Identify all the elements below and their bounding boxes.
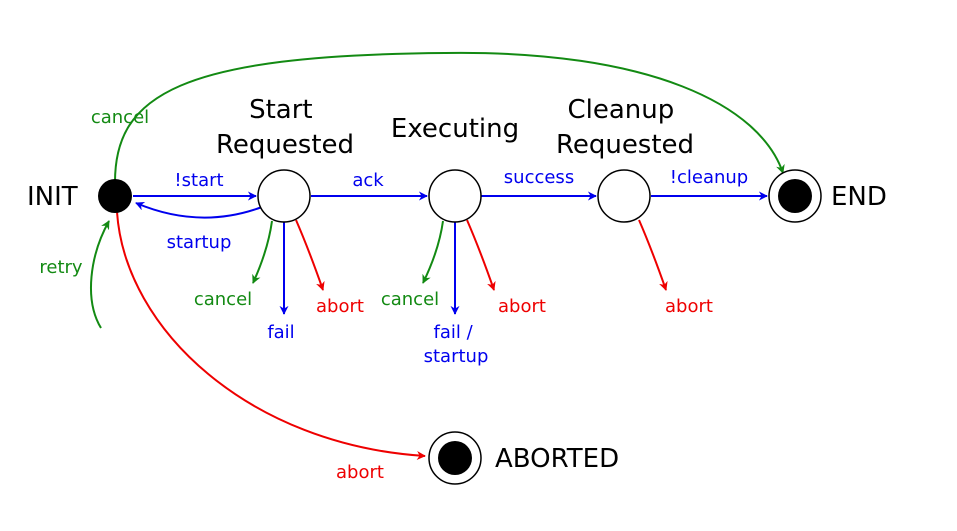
state-label-cleanup-line2: Requested bbox=[556, 130, 694, 160]
state-label-start-requested: Start Requested bbox=[216, 95, 354, 160]
label-init-to-aborted: abort bbox=[336, 462, 384, 483]
label-exec-fail-line1: fail / bbox=[434, 322, 474, 343]
edges bbox=[90, 51, 785, 460]
edge-start-abort bbox=[295, 219, 325, 291]
label-retry: retry bbox=[39, 257, 83, 278]
state-label-start-line1: Start bbox=[249, 95, 313, 125]
init-node bbox=[98, 179, 132, 213]
label-exec-cancel: cancel bbox=[381, 289, 439, 310]
edge-init-to-end bbox=[114, 51, 785, 183]
label-start-to-executing: ack bbox=[352, 170, 384, 191]
executing-node bbox=[428, 169, 482, 223]
state-label-aborted: ABORTED bbox=[495, 444, 619, 474]
edge-start-to-init bbox=[135, 201, 263, 219]
state-label-init: INIT bbox=[27, 182, 78, 212]
state-label-end: END bbox=[831, 182, 887, 212]
state-label-executing: Executing bbox=[391, 114, 519, 144]
edge-exec-cancel bbox=[422, 220, 444, 284]
label-init-to-end: cancel bbox=[91, 107, 149, 128]
state-label-cleanup-line1: Cleanup bbox=[567, 95, 674, 125]
label-cleanup-abort: abort bbox=[665, 296, 713, 317]
cleanup-requested-node bbox=[597, 169, 651, 223]
label-start-fail: fail bbox=[267, 322, 294, 343]
aborted-node bbox=[428, 431, 482, 485]
edge-cleanup-abort bbox=[638, 219, 668, 291]
label-cleanup-to-end: !cleanup bbox=[670, 167, 748, 188]
state-label-start-line2: Requested bbox=[216, 130, 354, 160]
label-start-cancel: cancel bbox=[194, 289, 252, 310]
label-exec-fail: fail / startup bbox=[424, 322, 489, 367]
edge-exec-abort bbox=[466, 219, 496, 291]
state-labels: INIT Start Requested Executing Cleanup R… bbox=[27, 95, 887, 474]
edge-start-cancel bbox=[252, 220, 273, 284]
state-label-cleanup-requested: Cleanup Requested bbox=[556, 95, 694, 160]
label-exec-fail-line2: startup bbox=[424, 346, 489, 367]
label-start-abort: abort bbox=[316, 296, 364, 317]
label-exec-abort: abort bbox=[498, 296, 546, 317]
label-start-to-init: startup bbox=[167, 232, 232, 253]
label-init-to-start: !start bbox=[174, 170, 223, 191]
edge-init-to-aborted bbox=[116, 211, 426, 460]
end-node bbox=[768, 169, 822, 223]
label-executing-to-cleanup: success bbox=[504, 167, 574, 188]
nodes bbox=[98, 169, 822, 485]
transition-labels: !start startup ack success !cleanup canc… bbox=[39, 107, 748, 483]
start-requested-node bbox=[257, 169, 311, 223]
edge-retry bbox=[90, 220, 110, 329]
